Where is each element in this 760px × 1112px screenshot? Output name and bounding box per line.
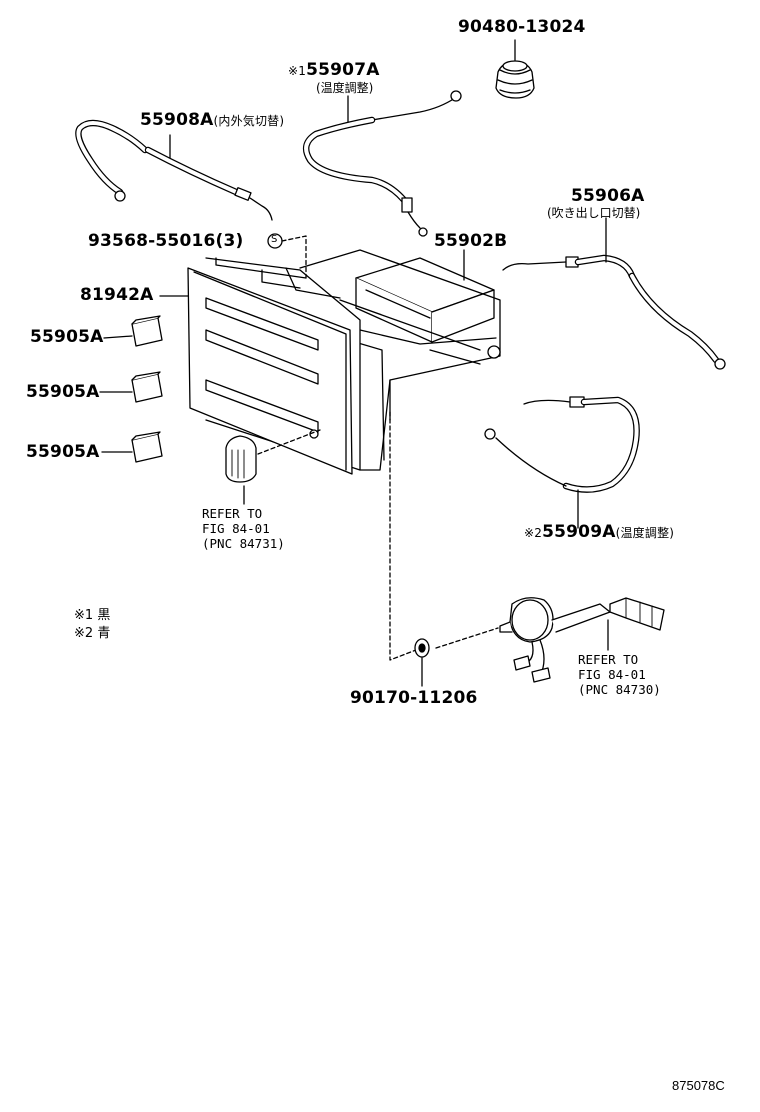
note-legend-text-2: 青: [97, 626, 111, 641]
refer-switch-line1: REFER TO: [578, 652, 639, 667]
refer-note-switch: REFER TO FIG 84-01 (PNC 84730): [578, 652, 661, 697]
note-legend-text-1: 黒: [97, 608, 111, 623]
part-label-55907: ※155907A: [288, 62, 380, 79]
knob-icon-1: [131, 315, 163, 347]
note-legend-mark-2: ※2: [74, 626, 94, 641]
illustration-code: 875078C: [672, 1078, 725, 1093]
screw-symbol: S: [271, 234, 278, 245]
part-label-55908: 55908A(内外気切替): [140, 112, 284, 129]
part-number-55907: 55907A: [306, 60, 380, 80]
note-legend-mark-1: ※1: [74, 608, 94, 623]
part-label-93568: 93568-55016(3): [88, 231, 244, 251]
part-label-55905-1: 55905A: [30, 327, 104, 347]
refer-switch-line3: (PNC 84730): [578, 682, 661, 697]
part-label-55905-3: 55905A: [26, 442, 100, 462]
part-sub-55909: (温度調整): [615, 526, 675, 540]
part-label-55906: 55906A: [571, 186, 645, 206]
refer-knob-line3: (PNC 84731): [202, 536, 285, 551]
refer-switch-line2: FIG 84-01: [578, 667, 646, 682]
refer-knob-line1: REFER TO: [202, 506, 263, 521]
part-label-55902: 55902B: [434, 231, 508, 251]
part-label-90480: 90480-13024: [458, 17, 586, 37]
part-number-55909: 55909A: [542, 522, 616, 542]
part-number-55908: 55908A: [140, 110, 214, 130]
note-mark-2: ※2: [524, 526, 543, 540]
part-label-90170: 90170-11206: [350, 688, 478, 708]
part-label-81942: 81942A: [80, 285, 154, 305]
blower-switch-icon: [499, 597, 665, 683]
part-sub-55907: (温度調整): [316, 81, 374, 95]
knob-icon-3: [131, 431, 163, 463]
washer-icon: [414, 638, 430, 658]
note-row-1: ※1 黒: [74, 607, 110, 625]
refer-note-knob: REFER TO FIG 84-01 (PNC 84731): [202, 506, 285, 551]
note-mark-1: ※1: [288, 64, 307, 78]
part-label-55905-2: 55905A: [26, 382, 100, 402]
control-panel-81942a: [187, 267, 353, 475]
part-sub-55908: (内外気切替): [213, 114, 285, 128]
note-legend: ※1 黒 ※2 青: [74, 607, 110, 643]
cable-55909a: [484, 396, 640, 493]
part-sub-55906: (吹き出し口切替): [547, 206, 641, 220]
cable-55907a: [302, 90, 462, 237]
part-label-55909: ※255909A(温度調整): [524, 524, 674, 541]
note-row-2: ※2 青: [74, 625, 110, 643]
rotary-knob-icon: [225, 435, 257, 483]
knob-icon-2: [131, 371, 163, 403]
cable-55908a: [75, 119, 273, 221]
grommet-icon: [495, 60, 535, 99]
cable-55906a: [502, 254, 726, 370]
refer-knob-line2: FIG 84-01: [202, 521, 270, 536]
